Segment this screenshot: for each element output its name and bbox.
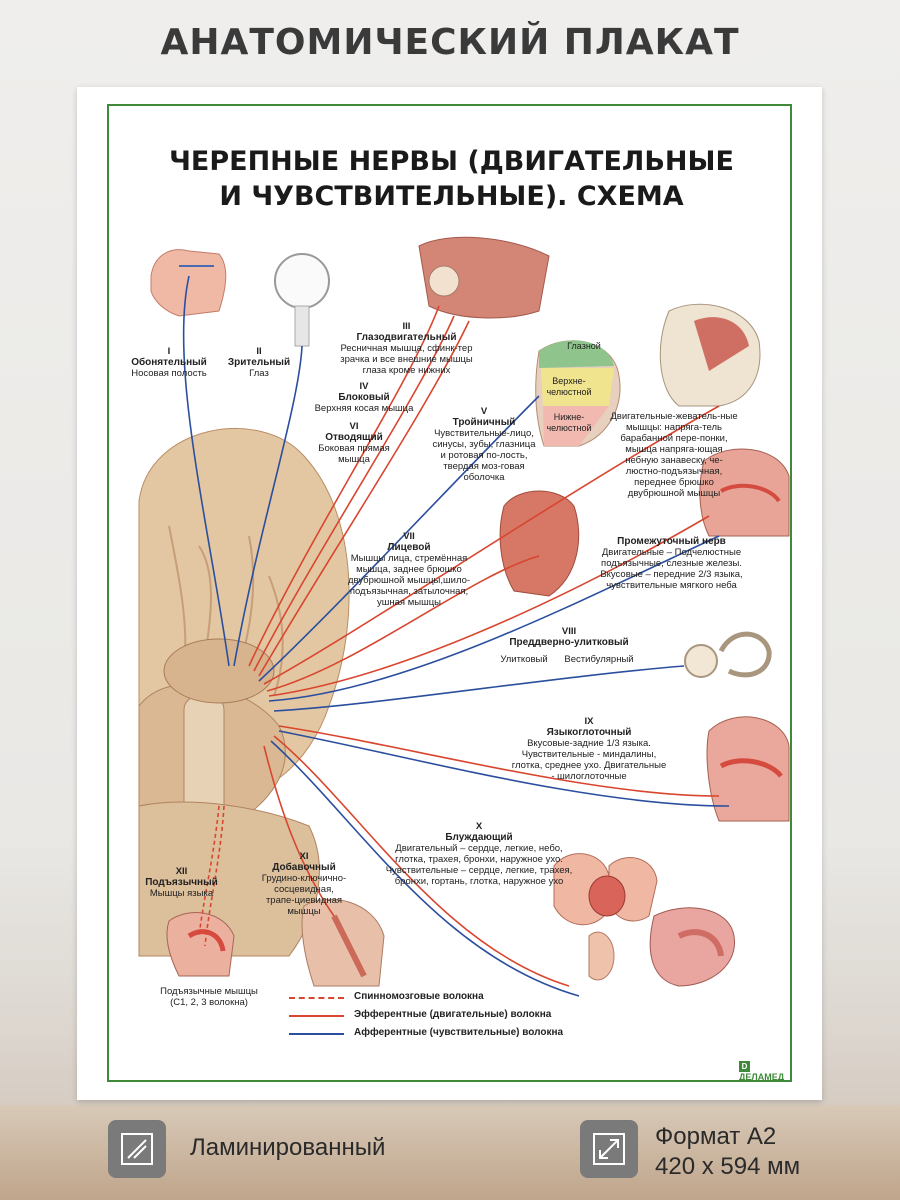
nerve-label-IV: IV Блоковый Верхняя косая мышца <box>314 381 414 414</box>
trigeminal-motor-desc: Двигательные-жеватель-ные мышцы: напряга… <box>610 411 738 499</box>
eye-illustration <box>274 253 330 347</box>
nerve-label-IX: IX Языкоглоточный Вкусовые-задние 1/3 яз… <box>511 716 667 782</box>
nerve-label-V: V Тройничный Чувствительные-лицо, синусы… <box>432 406 536 483</box>
format-icon <box>580 1120 638 1178</box>
laminated-label: Ламинированный <box>190 1134 386 1161</box>
eye-muscles-illustration <box>418 236 550 319</box>
skull-illustration <box>659 303 761 407</box>
page-title: АНАТОМИЧЕСКИЙ ПЛАКАТ <box>160 22 740 63</box>
format-label-line1: Формат А2 <box>655 1123 777 1150</box>
poster-frame: ЧЕРЕПНЫЕ НЕРВЫ (ДВИГАТЕЛЬНЫЕ И ЧУВСТВИТЕ… <box>107 104 792 1082</box>
format-label-line2: 420 х 594 мм <box>655 1153 801 1180</box>
nerve-label-II: II Зрительный Глаз <box>227 346 291 379</box>
nerve-label-VIII: VIII Преддверно-улитковый <box>509 626 629 648</box>
nerve-label-I: I Обонятельный Носовая полость <box>131 346 207 379</box>
tongue-illustration <box>166 912 235 977</box>
neck-illustration <box>301 898 385 987</box>
nerve-label-intermediate: Промежуточный нерв Двигательные – Подчел… <box>600 536 743 591</box>
face-muscles-illustration <box>499 490 580 597</box>
hypoglossal-muscles-label: Подъязычные мышцы (С1, 2, 3 волокна) <box>160 986 258 1008</box>
nerve-label-VII: VII Лицевой Мышцы лица, стремённая мышца… <box>347 531 471 608</box>
publisher-logo: DДЕЛАМЕД <box>739 1061 785 1082</box>
trigeminal-zone-mandibular: Нижне-челюстной <box>546 412 592 433</box>
format-label: Формат А2 420 х 594 мм <box>655 1122 800 1182</box>
nerve-label-XII: XII Подъязычный Мышцы языка <box>145 866 218 899</box>
nerve-illustration <box>138 236 790 997</box>
throat-illustration <box>706 716 790 822</box>
trigeminal-zones-illustration <box>535 340 621 447</box>
nerve-lines <box>182 275 730 997</box>
nerve-label-X: X Блуждающий Двигательный – сердце, легк… <box>385 821 573 887</box>
legend-spinal: Спинномозговые волокна <box>289 991 484 1002</box>
nasopharynx-illustration <box>699 448 790 537</box>
inner-ear-illustration <box>684 631 772 678</box>
nerve-label-III: III Глазодвигательный Ресничная мышца, с… <box>340 321 473 376</box>
organs-illustration <box>553 853 735 987</box>
nerve-label-XI: XI Добавочный Грудино-ключично-сосцевидн… <box>261 851 347 917</box>
nerve-label-VI: VI Отводящий Боковая прямая мышца <box>318 421 390 465</box>
poster-title-line1: ЧЕРЕПНЫЕ НЕРВЫ (ДВИГАТЕЛЬНЫЕ <box>169 146 734 177</box>
logo-mark-icon: D <box>739 1061 750 1072</box>
poster-title: ЧЕРЕПНЫЕ НЕРВЫ (ДВИГАТЕЛЬНЫЕ И ЧУВСТВИТЕ… <box>109 144 794 214</box>
poster: ЧЕРЕПНЫЕ НЕРВЫ (ДВИГАТЕЛЬНЫЕ И ЧУВСТВИТЕ… <box>77 87 822 1100</box>
trigeminal-zone-ophthalmic: Глазной <box>567 341 601 351</box>
legend-afferent: Афферентные (чувствительные) волокна <box>289 1027 563 1038</box>
legend-efferent: Эфферентные (двигательные) волокна <box>289 1009 551 1020</box>
laminated-icon <box>108 1120 166 1178</box>
poster-title-line2: И ЧУВСТВИТЕЛЬНЫЕ). СХЕМА <box>219 181 684 212</box>
trigeminal-zone-maxillary: Верхне-челюстной <box>546 376 592 397</box>
nerve-label-VIII-vestibular: Вестибулярный <box>564 654 634 665</box>
nerve-label-VIII-cochlear: Улитковый <box>500 654 548 665</box>
